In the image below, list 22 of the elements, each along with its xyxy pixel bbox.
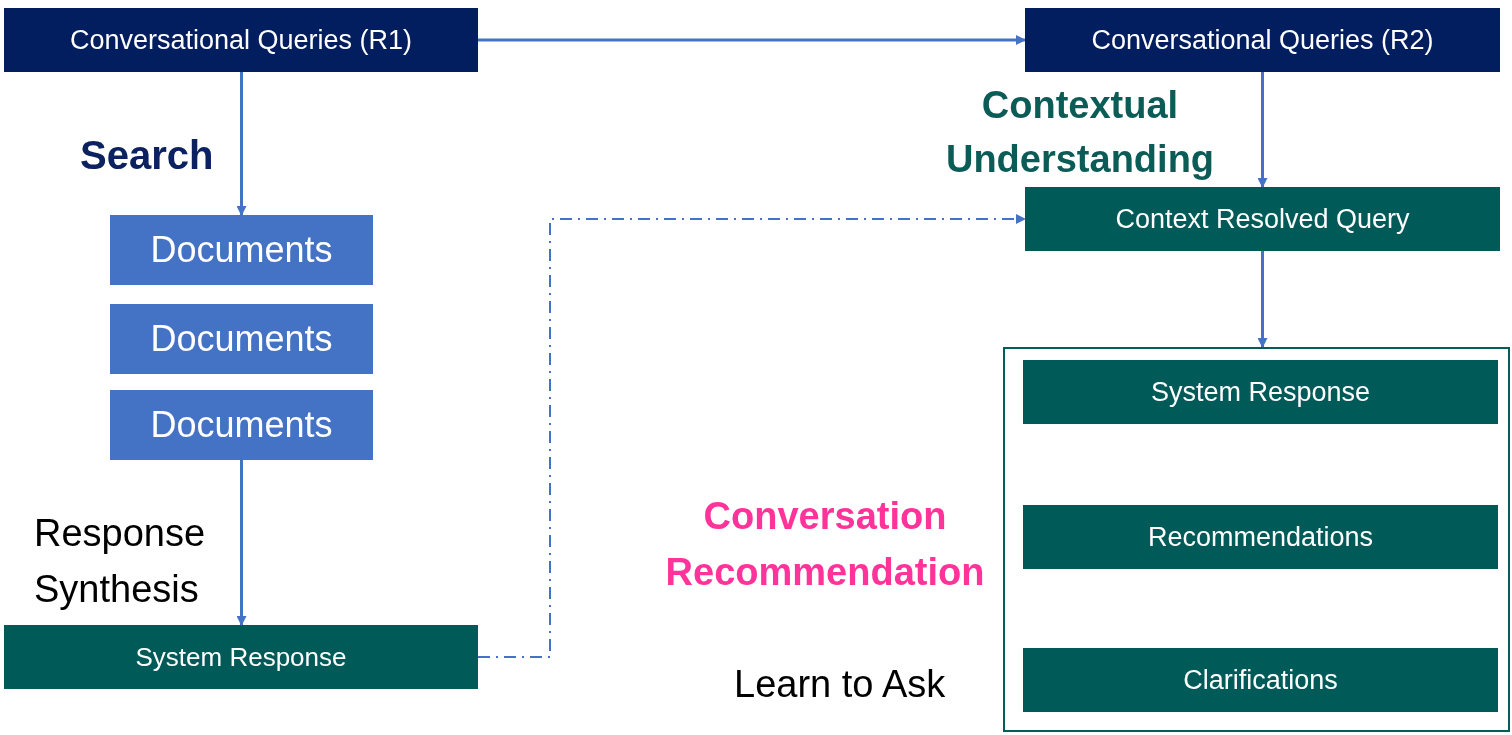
group-box: [1003, 347, 1510, 732]
process-box: Documents: [110, 215, 373, 285]
annotation-text: Learn to Ask: [734, 662, 946, 707]
edge-label: Search: [80, 132, 214, 179]
process-box: Recommendations: [1023, 505, 1498, 569]
annotation-text: Conversation Recommendation: [664, 494, 986, 595]
edge-label: Contextual Understanding: [944, 83, 1216, 182]
process-box: Clarifications: [1023, 648, 1498, 712]
dashed-arrow: [477, 214, 1026, 658]
arrow: [236, 460, 247, 626]
process-box: Conversational Queries (R2): [1025, 8, 1500, 72]
process-box: Context Resolved Query: [1025, 187, 1500, 251]
process-box: Conversational Queries (R1): [4, 8, 478, 72]
arrow: [1257, 251, 1268, 348]
edge-label: Response Synthesis: [34, 511, 207, 612]
arrow: [236, 72, 247, 216]
process-box: Documents: [110, 390, 373, 460]
process-box: System Response: [4, 625, 478, 689]
arrow: [478, 35, 1026, 45]
arrow: [1257, 72, 1268, 188]
process-box: Documents: [110, 304, 373, 374]
process-box: System Response: [1023, 360, 1498, 424]
